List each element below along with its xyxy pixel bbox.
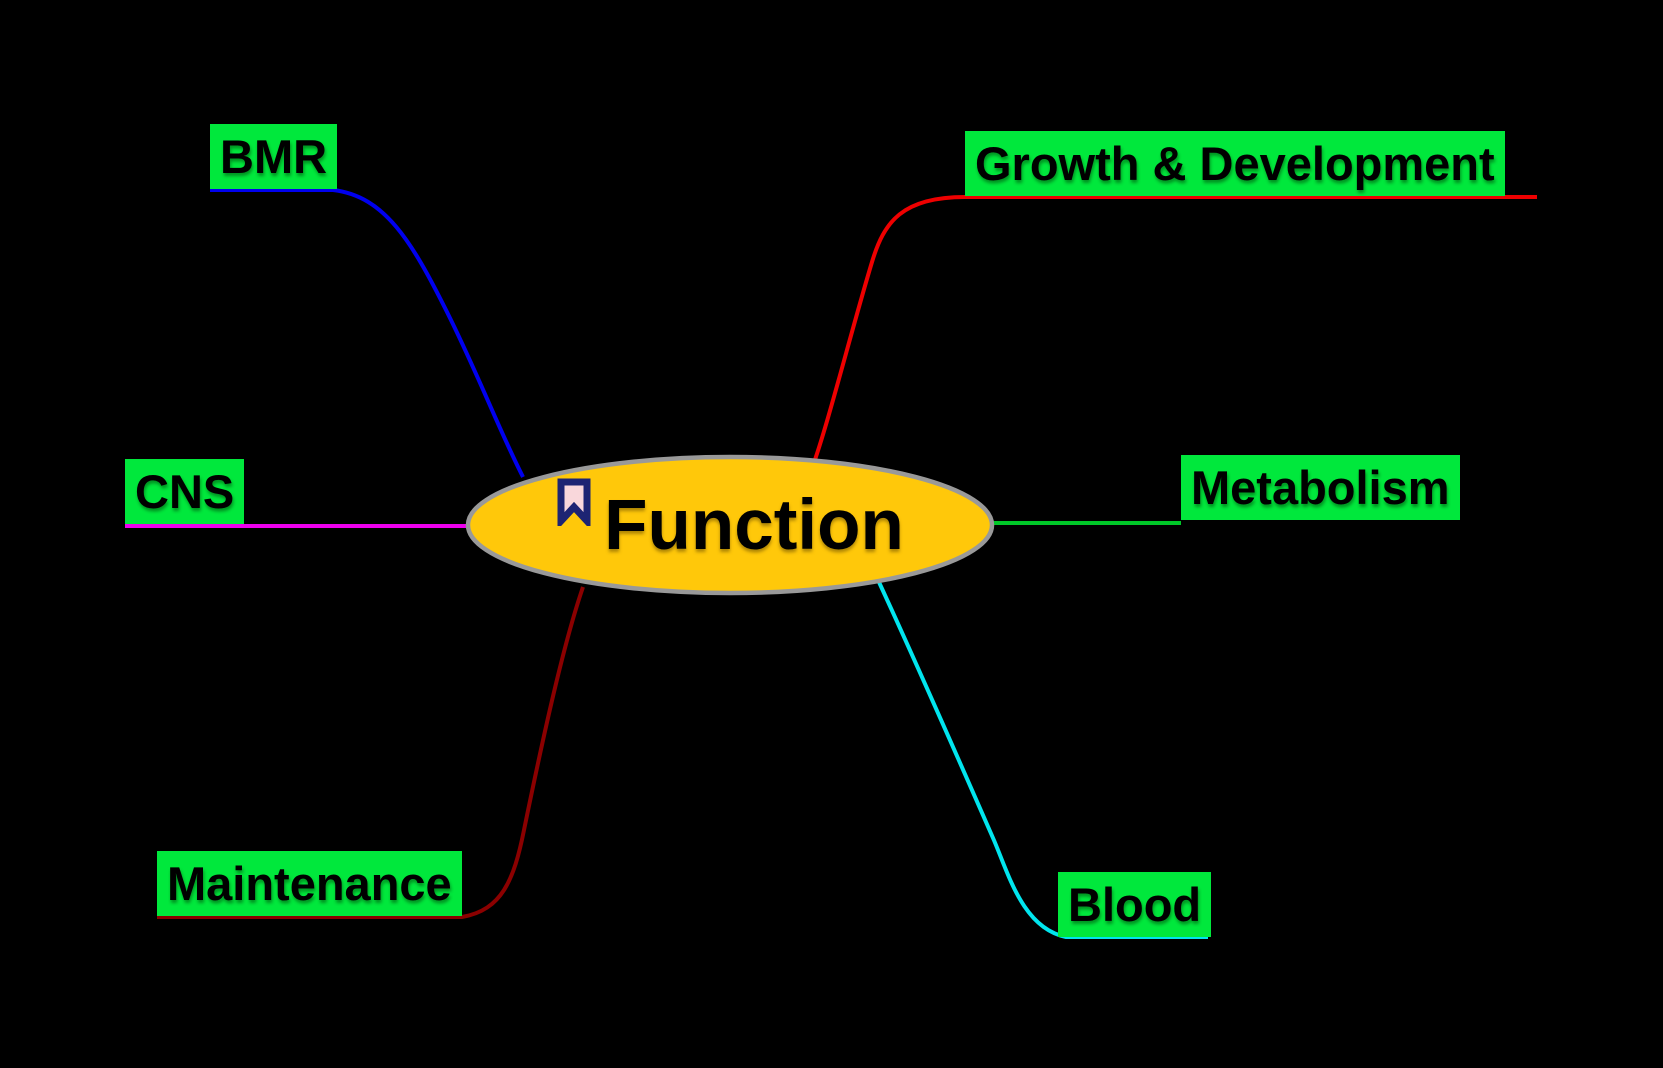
branch-line-maintenance [157, 586, 585, 919]
branch-label-cns[interactable]: CNS [125, 459, 245, 524]
bookmark-icon [557, 478, 591, 526]
branch-label-growth-development[interactable]: Growth & Development [965, 131, 1505, 196]
branch-label-maintenance[interactable]: Maintenance [157, 851, 462, 916]
branch-label-bmr[interactable]: BMR [210, 124, 338, 189]
branch-line-bmr [210, 188, 525, 478]
branch-line-blood [876, 579, 1208, 939]
center-node[interactable]: Function [468, 457, 992, 593]
center-node-title: Function [604, 485, 904, 565]
branch-label-metabolism[interactable]: Metabolism [1181, 455, 1460, 520]
branch-line-growth [810, 195, 1537, 469]
branch-label-blood[interactable]: Blood [1058, 872, 1212, 937]
center-node-ellipse[interactable] [465, 454, 995, 596]
